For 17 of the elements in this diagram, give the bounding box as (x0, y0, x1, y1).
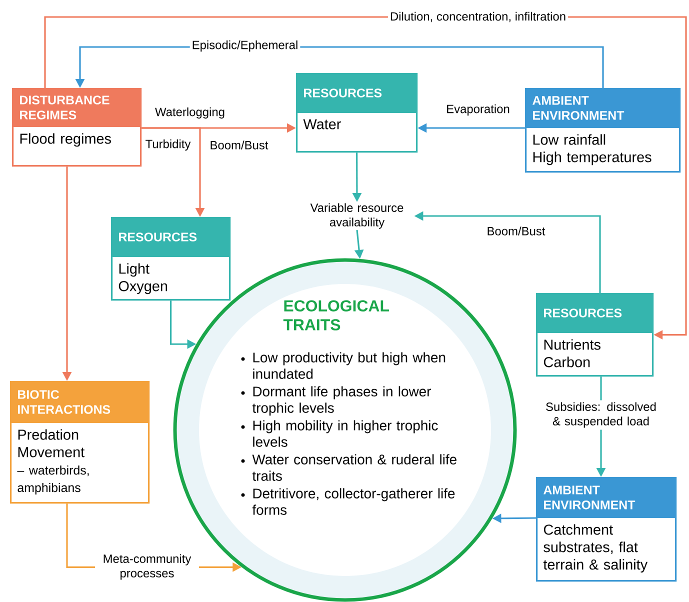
resource-label: Variable resource availability (310, 203, 404, 229)
resource-box: RESOURCES Light Oxygen (111, 217, 231, 301)
edge-label: Boom/Bust (484, 224, 548, 238)
edge-label: Subsidies: dissolved & suspended load (534, 400, 668, 430)
edge-label: Evaporation (444, 102, 512, 118)
disturbance-box: DISTURBANCE REGIMES Flood regimes (12, 88, 142, 167)
interaction-box: BIOTIC INTERACTIONS Predation Movement – waterbirds, amphibians (10, 381, 150, 504)
environment-box: AMBIENT ENVIRONMENT Low rainfall High temperatures (525, 88, 681, 173)
environment-box: AMBIENT ENVIRONMENT Catchment substrates, flat terrain & salinity (536, 477, 677, 582)
resource-box: RESOURCES Water (296, 73, 418, 153)
edge-label: Dilution, concentration, infiltration (388, 10, 568, 24)
edge-label: Turbidity (143, 137, 193, 153)
edge-label: Waterlogging (153, 105, 227, 121)
edge-label: Meta-community processes (95, 552, 199, 582)
edge-label: Episodic/Ephemeral (190, 38, 300, 54)
flow-label: Boom/Bust (210, 140, 268, 150)
resource-box: RESOURCES Nutrients Carbon (536, 293, 654, 377)
